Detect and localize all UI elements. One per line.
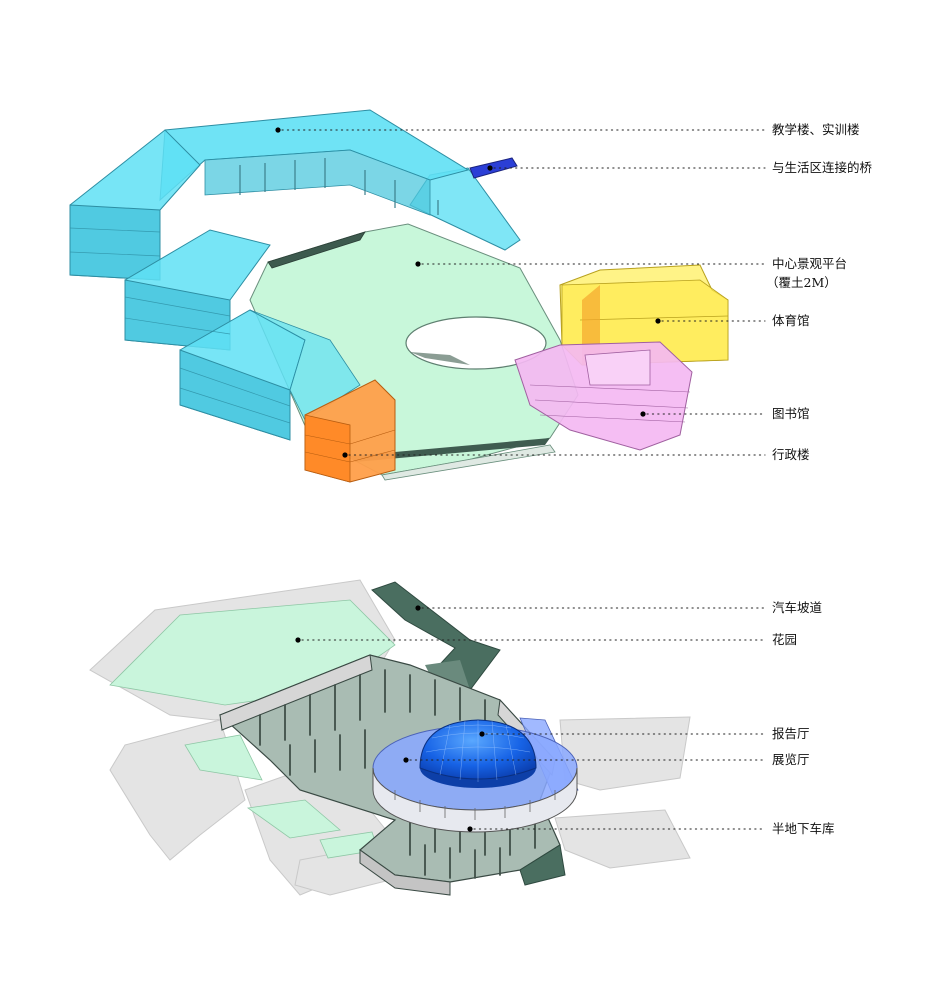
admin-building xyxy=(304,379,396,483)
svg-text:展览厅: 展览厅 xyxy=(772,752,810,767)
svg-text:（覆土2M）: （覆土2M） xyxy=(766,275,837,290)
svg-text:花园: 花园 xyxy=(772,632,797,647)
svg-text:报告厅: 报告厅 xyxy=(772,726,810,741)
lower-label-ramp: 汽车坡道 xyxy=(415,600,823,615)
lower-label-auditorium: 报告厅 xyxy=(479,726,810,741)
library xyxy=(514,341,693,451)
svg-text:汽车坡道: 汽车坡道 xyxy=(772,600,823,615)
svg-text:体育馆: 体育馆 xyxy=(772,313,810,328)
upper-label-bridge: 与生活区连接的桥 xyxy=(487,160,873,175)
svg-text:中心景观平台: 中心景观平台 xyxy=(772,256,847,271)
svg-text:与生活区连接的桥: 与生活区连接的桥 xyxy=(772,160,873,175)
svg-text:半地下车库: 半地下车库 xyxy=(772,821,835,836)
lower-label-garden: 花园 xyxy=(295,632,797,647)
lower-label-garage: 半地下车库 xyxy=(467,821,835,836)
upper-label-gym: 体育馆 xyxy=(655,313,810,328)
upper-label-teaching: 教学楼、实训楼 xyxy=(275,122,860,137)
svg-text:行政楼: 行政楼 xyxy=(772,447,810,462)
svg-text:图书馆: 图书馆 xyxy=(772,406,810,421)
upper-label-library: 图书馆 xyxy=(640,406,810,421)
lower-label-exhibition: 展览厅 xyxy=(403,752,810,767)
upper-diagram: 教学楼、实训楼 与生活区连接的桥 中心景观平台 （覆土2M） 体育馆 图书馆 行… xyxy=(69,109,873,483)
lower-diagram: 汽车坡道 花园 报告厅 展览厅 半地下车库 xyxy=(89,579,835,896)
teaching-buildings xyxy=(69,109,521,441)
upper-label-platform: 中心景观平台 （覆土2M） xyxy=(415,256,847,290)
upper-label-admin: 行政楼 xyxy=(342,447,810,462)
auditorium-dome xyxy=(419,719,537,788)
svg-text:教学楼、实训楼: 教学楼、实训楼 xyxy=(772,122,860,137)
